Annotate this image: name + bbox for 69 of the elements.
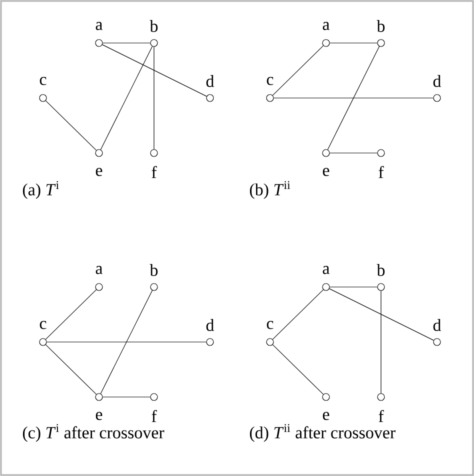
vertex: c [39, 320, 47, 346]
edge [272, 45, 324, 96]
edge [272, 344, 324, 395]
node-label: d [206, 75, 214, 87]
node-label: a [322, 22, 330, 30]
edge [100, 46, 153, 150]
vertex: f [150, 149, 158, 178]
edge [45, 344, 97, 395]
vertex: f [150, 393, 158, 422]
vertex: d [206, 319, 214, 346]
vertex: c [39, 76, 47, 102]
edge [45, 289, 97, 340]
node-label: a [96, 266, 103, 274]
edge [330, 42, 378, 44]
edge [45, 100, 97, 151]
edge [329, 288, 434, 341]
vertex: a [322, 22, 330, 47]
edge [330, 286, 378, 288]
vertex: d [206, 75, 214, 102]
node-label: b [376, 264, 385, 276]
vertex: f [377, 393, 385, 422]
node-label: d [433, 319, 442, 331]
node-label: c [40, 320, 46, 330]
vertex: b [150, 20, 158, 47]
node-label: b [150, 264, 158, 276]
node-label: a [322, 266, 330, 274]
node-label: f [378, 166, 384, 178]
node-label: a [96, 22, 103, 30]
vertex: e [95, 149, 103, 176]
vertex: d [433, 75, 442, 102]
vertex: e [322, 393, 330, 420]
vertex: c [266, 320, 274, 346]
node-label: f [378, 410, 384, 422]
edge [330, 152, 378, 154]
edge [380, 290, 382, 394]
vertex: f [377, 149, 385, 178]
vertex: d [433, 319, 442, 346]
node-label: e [322, 168, 330, 176]
node-label: f [152, 410, 157, 422]
vertex: e [322, 149, 330, 176]
vertex: b [376, 20, 385, 47]
node-label: e [96, 412, 102, 420]
vertex: e [95, 393, 103, 420]
node-label: d [433, 75, 442, 87]
panel-caption: (c) T$^{i}$ after crossover [22, 424, 164, 442]
vertex: b [150, 264, 158, 291]
vertex: a [322, 266, 330, 291]
vertex: b [376, 264, 385, 291]
panel-caption: (d) T$^{ii}$ after crossover [250, 424, 396, 442]
node-label: c [266, 76, 274, 86]
node-label: b [376, 20, 385, 32]
panel-caption: (b) T$^{ii}$ [250, 181, 290, 199]
edge [102, 44, 207, 97]
vertex: a [95, 266, 103, 291]
edge [102, 396, 150, 398]
node-label: e [96, 168, 102, 176]
vertex: a [95, 22, 103, 47]
edge [272, 289, 324, 340]
node-label: f [152, 166, 157, 178]
edge [327, 46, 380, 150]
vertex: c [266, 76, 274, 102]
node-label: e [322, 412, 330, 420]
node-label: d [206, 319, 214, 331]
panel-caption: (a) T$^{i}$ [22, 181, 59, 199]
edge [100, 290, 153, 394]
node-label: c [40, 76, 46, 86]
node-label: b [150, 20, 158, 32]
node-label: c [266, 320, 274, 330]
edge [102, 42, 150, 44]
